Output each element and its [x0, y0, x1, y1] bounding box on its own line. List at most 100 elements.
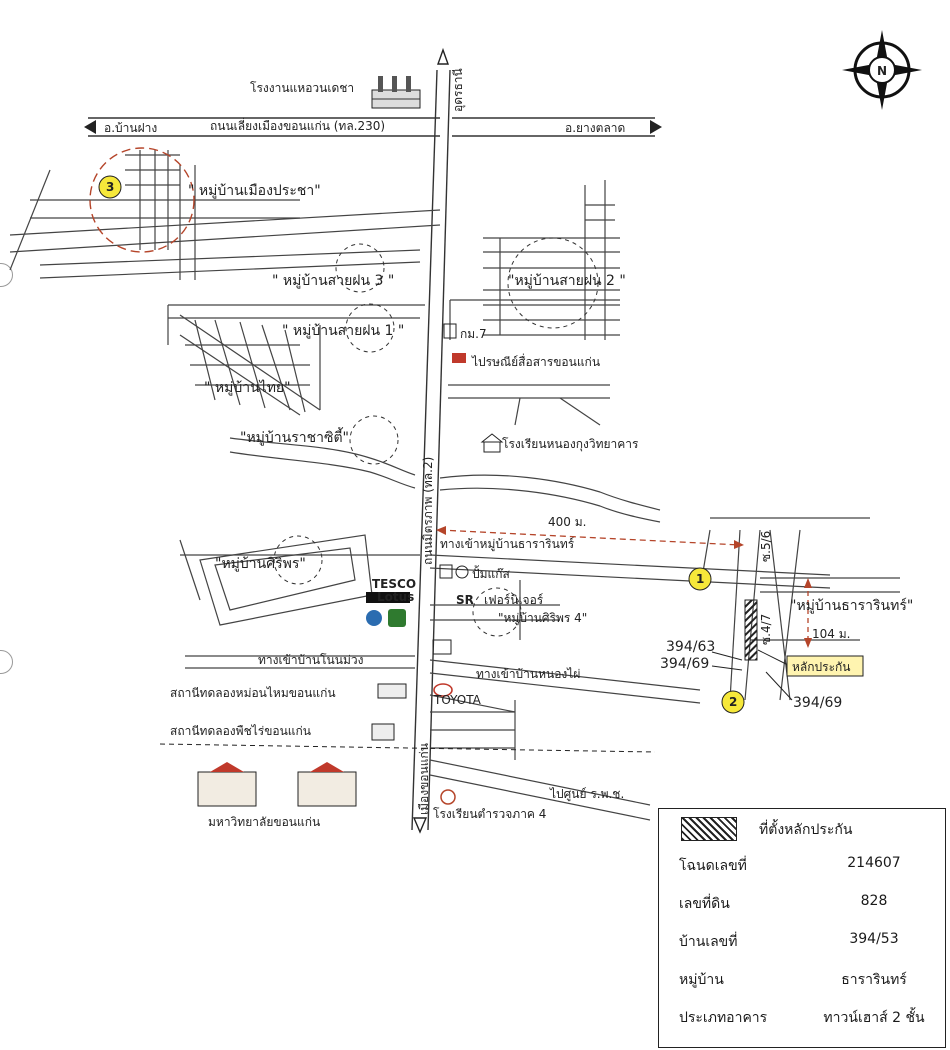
label-plot-394-69a: 394/69 [660, 656, 709, 672]
station-phuechrai-icon [371, 723, 395, 741]
grid-siriphon [179, 534, 560, 640]
legend-value: 394/53 [849, 931, 899, 947]
legend-key: โฉนดเลขที่ [679, 858, 747, 874]
stream-ratchacity [229, 437, 661, 523]
label-university: มหาวิทยาลัยขอนแก่น [208, 815, 320, 829]
label-village-siriphon4: "หมู่บ้านศิริพร 4" [498, 611, 587, 626]
label-toyota: TOYOTA [433, 693, 482, 707]
area-circle-saifon2 [507, 237, 599, 329]
label-village-siriphon: "หมู่บ้านศิริพร" [215, 556, 306, 572]
leader-394-69 [711, 665, 743, 671]
leaf-icon [388, 609, 406, 627]
legend-row-village: หมู่บ้าน ธารารินทร์ [659, 963, 945, 995]
hatch-swatch-icon [681, 817, 737, 841]
collateral-hatch [744, 599, 758, 661]
gas-drop-icon [366, 610, 382, 626]
marker-2[interactable]: 2 [721, 690, 745, 714]
road-hwy230 [84, 117, 662, 137]
label-to-city: เมืองขอนแก่น [417, 743, 431, 815]
police-school-icon [440, 789, 456, 805]
grid-saifon2 [450, 180, 620, 340]
label-police-school: โรงเรียนตำรวจภาค 4 [433, 807, 546, 821]
legend-row-deed: โฉนดเลขที่ 214607 [659, 849, 945, 881]
label-village-thararin: "หมู่บ้านธารารินทร์" [790, 597, 913, 614]
university-icon [197, 762, 357, 807]
label-village-ratchasit: "หมู่บ้านราชาซิตี้" [240, 427, 349, 446]
label-entrance-thararin: ทางเข้าหมู่บ้านธารารินทร์ [440, 537, 575, 552]
roads-south [185, 655, 701, 821]
area-circle-saifon1 [345, 303, 395, 353]
label-entrance-nongpai: ทางเข้าบ้านหนองไผ่ [476, 667, 580, 681]
collateral-tag-box [786, 655, 864, 677]
label-school-nongkung: โรงเรียนหนองกุงวิทยาคาร [502, 437, 639, 452]
label-hwy230: ถนนเลี่ยงเมืองขอนแก่น (ทล.230) [210, 117, 385, 133]
label-collateral-tag: หลักประกัน [792, 660, 851, 674]
legend-value: 214607 [847, 855, 901, 871]
svg-text:1: 1 [696, 572, 704, 586]
label-tesco: TESCO [372, 577, 416, 591]
marker-1[interactable]: 1 [688, 567, 712, 591]
label-village-thai: " หมู่บ้านไทย" [204, 379, 291, 396]
label-soi-47: ซ.4/7 [759, 614, 773, 645]
post-office-icon [452, 353, 466, 363]
legend-title: ที่ตั้งหลักประกัน [759, 822, 853, 838]
label-village-saifon3: " หมู่บ้านสายฝน 3 " [272, 273, 394, 289]
label-plot-394-69b: 394/69 [793, 695, 842, 711]
label-village-muangpracha: " หมู่บ้านเมืองประชา" [188, 183, 321, 199]
area-circle-saifon3 [335, 243, 385, 293]
label-to-banfang: อ.บ้านฝาง [104, 121, 157, 135]
legend-value: ทาวน์เฮาส์ 2 ชั้น [823, 1010, 925, 1026]
leader-394-63 [711, 651, 743, 661]
factory-icon [371, 76, 421, 109]
toyota-logo [433, 683, 453, 697]
area-circle-siriphon4 [472, 587, 522, 637]
gas-station-icon [439, 564, 469, 579]
label-to-center: ไปศูนย์ ร.พ.ช. [549, 787, 624, 802]
north-label: N [877, 64, 887, 78]
label-village-saifon1: " หมู่บ้านสายฝน 1 " [282, 323, 404, 339]
svg-text:3: 3 [106, 180, 114, 194]
label-gas-station: ปั้มแก๊ส [472, 565, 511, 581]
legend-key: ประเภทอาคาร [679, 1010, 768, 1026]
label-station-phuechrai: สถานีทดลองพืชไร่ขอนแก่น [170, 724, 311, 738]
dashed-boundary [159, 743, 656, 753]
leader-394-69b [765, 671, 793, 701]
label-distance-400: 400 ม. [548, 515, 586, 529]
svg-text:2: 2 [729, 695, 737, 709]
compass-icon: N [842, 30, 922, 110]
label-plot-394-63: 394/63 [666, 639, 715, 655]
legend-key: เลขที่ดิน [679, 896, 730, 912]
label-sr-brand: SR [456, 593, 474, 607]
distance-400m [436, 526, 744, 549]
label-factory: โรงงานแหอวนเดชา [250, 81, 354, 95]
label-distance-104: 104 ม. [812, 627, 850, 641]
label-station-nonhai: สถานีทดลองหม่อนไหมขอนแก่น [170, 686, 336, 700]
label-to-udon: อุดรธานี [451, 68, 466, 112]
label-to-yangtalat: อ.ยางตลาด [565, 121, 625, 135]
highway-mittraphap [411, 47, 451, 834]
legend-row-building-type: ประเภทอาคาร ทาวน์เฮาส์ 2 ชั้น [659, 1001, 945, 1033]
label-sr-name: เฟอร์นิเจอร์ [484, 593, 544, 607]
tesco-lotus-logo [366, 592, 410, 603]
station-nonhai-icon [377, 683, 407, 699]
label-entrance-nonmuang: ทางเข้าบ้านโนนม่วง [258, 653, 363, 667]
distance-104m [804, 578, 812, 648]
label-km7: กม.7 [460, 327, 487, 341]
km-marker-icon [443, 323, 457, 339]
shop-icon [432, 639, 452, 655]
grid-saifon1-thai [167, 304, 425, 416]
area-circle-muangpracha [89, 147, 195, 253]
legend-row-land-no: เลขที่ดิน 828 [659, 887, 945, 919]
school-icon [480, 433, 504, 453]
area-circle-ratchacity [349, 415, 399, 465]
label-lotus: Lotus [377, 590, 414, 604]
collateral-info-table: ที่ตั้งหลักประกัน โฉนดเลขที่ 214607 เลขท… [658, 808, 946, 1048]
label-village-saifon2: "หมู่บ้านสายฝน 2 " [508, 273, 626, 289]
marker-3[interactable]: 3 [98, 175, 122, 199]
label-road-mittraphap: ถนนมิตรภาพ (ทล.2) [421, 457, 435, 565]
label-post-office: ไปรษณีย์สื่อสารขอนแก่น [471, 353, 600, 369]
roads-east [448, 300, 610, 426]
grid-muangpracha [9, 150, 441, 280]
legend-row-house-no: บ้านเลขที่ 394/53 [659, 925, 945, 957]
